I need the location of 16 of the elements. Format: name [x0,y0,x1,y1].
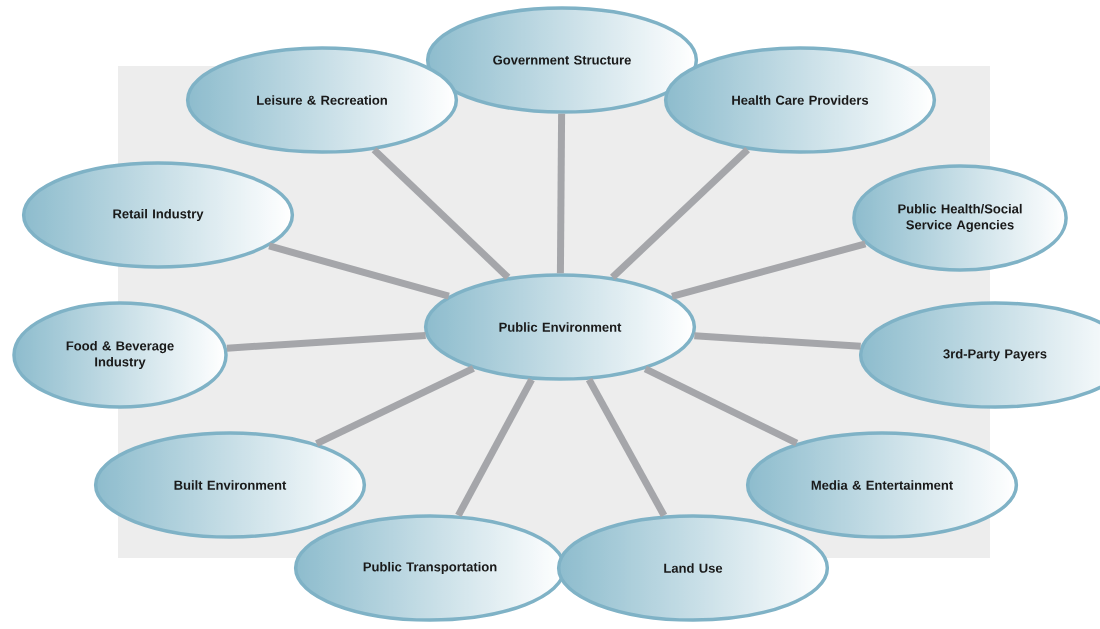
connector-line [694,332,861,350]
connector-line [371,147,511,280]
ellipse-node: Public Health/Social Service Agencies [852,164,1068,272]
connector-line [315,365,475,447]
connector-line [455,377,535,518]
connector-line [226,332,426,352]
connector-line [268,242,450,300]
connector-line [556,113,566,274]
ellipse-node: Public Transportation [293,514,567,622]
ellipse-node: Land Use [556,514,830,622]
connector-line [585,377,668,518]
ellipse-node: Food & Beverage Industry [12,301,228,409]
connector-line [671,240,867,300]
connector-line [643,365,799,447]
ellipse-node: Retail Industry [21,161,295,269]
connector-line [610,147,750,280]
